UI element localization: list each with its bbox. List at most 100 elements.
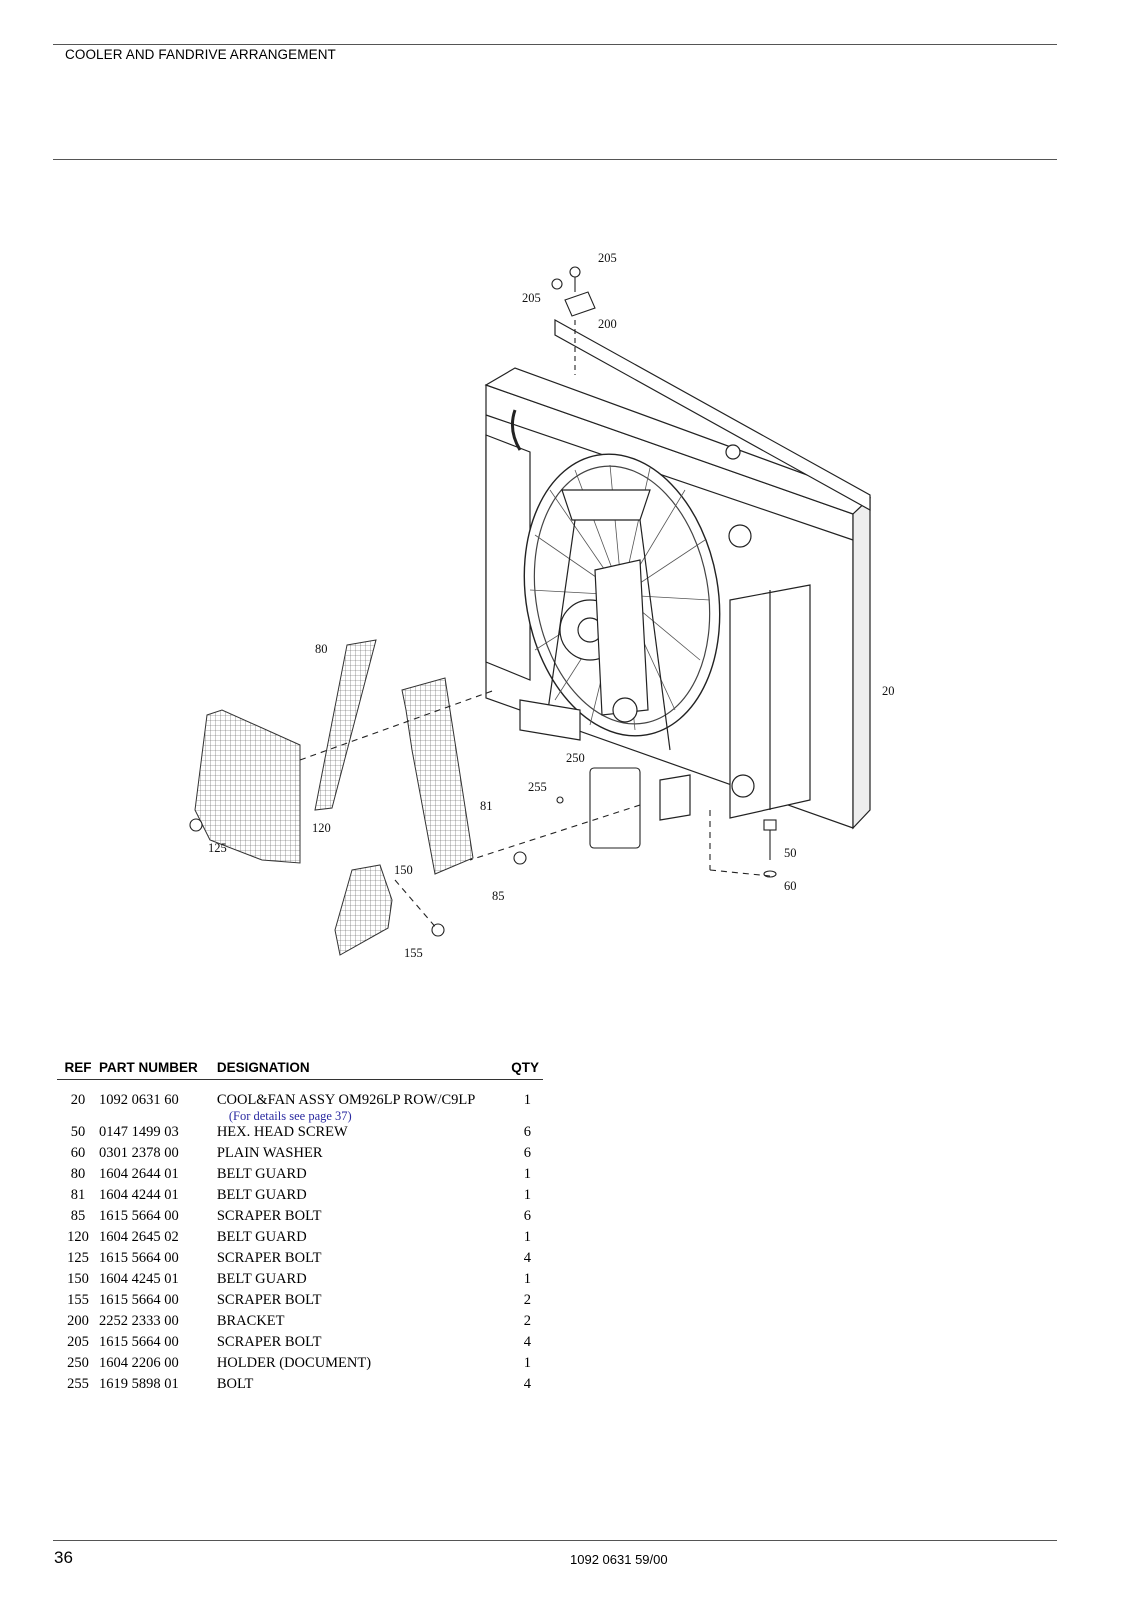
table-row: 150 1604 4245 01 BELT GUARD 1 bbox=[57, 1271, 543, 1292]
exploded-parts-diagram: 205 205 200 20 80 120 125 81 85 150 155 … bbox=[170, 240, 930, 1000]
row-designation-text: COOL&FAN ASSY OM926LP ROW/C9LP bbox=[216, 1092, 476, 1108]
row-qty: 4 bbox=[523, 1376, 531, 1392]
row-qty: 6 bbox=[523, 1145, 531, 1161]
row-ref: 60 bbox=[70, 1145, 86, 1161]
row-designation: HOLDER (DOCUMENT) bbox=[216, 1355, 372, 1371]
callout-250: 250 bbox=[566, 751, 585, 765]
row-designation: PLAIN WASHER bbox=[216, 1145, 323, 1161]
row-ref: 81 bbox=[70, 1187, 86, 1203]
row-designation: BELT GUARD bbox=[216, 1229, 307, 1245]
row-part-number: 1604 2644 01 bbox=[98, 1166, 179, 1182]
row-qty: 6 bbox=[523, 1208, 531, 1224]
page-number: 36 bbox=[54, 1548, 73, 1567]
page-title: COOLER AND FANDRIVE ARRANGEMENT bbox=[65, 47, 336, 62]
cooler-assembly bbox=[484, 318, 872, 830]
row-qty: 1 bbox=[523, 1229, 531, 1245]
row-qty: 2 bbox=[523, 1292, 531, 1308]
parts-list-table: REF PART NUMBER DESIGNATION QTY 20 1092 … bbox=[57, 1060, 543, 1397]
row-ref: 200 bbox=[67, 1313, 89, 1329]
callout-60: 60 bbox=[784, 879, 797, 893]
table-row: 81 1604 4244 01 BELT GUARD 1 bbox=[57, 1187, 543, 1208]
row-designation: SCRAPER BOLT bbox=[216, 1334, 322, 1350]
row-part-number: 1615 5664 00 bbox=[98, 1250, 179, 1266]
row-ref: 255 bbox=[67, 1376, 89, 1392]
row-qty: 4 bbox=[523, 1334, 531, 1350]
row-note: (For details see page 37) bbox=[228, 1109, 352, 1123]
callout-255: 255 bbox=[528, 780, 547, 794]
header-bottom-rule bbox=[53, 159, 1057, 160]
row-designation: SCRAPER BOLT bbox=[216, 1292, 322, 1308]
row-part-number: 1092 0631 60 bbox=[98, 1092, 179, 1108]
row-part-number: 1604 2645 02 bbox=[98, 1229, 179, 1245]
fastener-hardware bbox=[189, 689, 777, 937]
row-qty: 1 bbox=[523, 1166, 531, 1182]
header-part-number: PART NUMBER bbox=[98, 1060, 217, 1080]
row-part-number: 1604 4244 01 bbox=[98, 1187, 179, 1203]
footer-rule bbox=[53, 1540, 1057, 1541]
row-part-number: 1604 4245 01 bbox=[98, 1271, 179, 1287]
bracket-and-bolts bbox=[551, 266, 596, 375]
table-row: 200 2252 2333 00 BRACKET 2 bbox=[57, 1313, 543, 1334]
callout-80: 80 bbox=[315, 642, 328, 656]
row-ref: 120 bbox=[67, 1229, 89, 1245]
row-ref: 50 bbox=[70, 1124, 86, 1140]
callout-150: 150 bbox=[394, 863, 413, 877]
header-top-rule bbox=[53, 44, 1057, 45]
table-row: 205 1615 5664 00 SCRAPER BOLT 4 bbox=[57, 1334, 543, 1355]
table-row: 255 1619 5898 01 BOLT 4 bbox=[57, 1376, 543, 1397]
row-part-number: 2252 2333 00 bbox=[98, 1313, 179, 1329]
row-qty: 6 bbox=[523, 1124, 531, 1140]
row-ref: 205 bbox=[67, 1334, 89, 1350]
callout-85: 85 bbox=[492, 889, 505, 903]
row-ref: 20 bbox=[70, 1092, 86, 1108]
row-designation: SCRAPER BOLT bbox=[216, 1208, 322, 1224]
row-qty: 2 bbox=[523, 1313, 531, 1329]
row-designation: SCRAPER BOLT bbox=[216, 1250, 322, 1266]
callout-155: 155 bbox=[404, 946, 423, 960]
row-ref: 155 bbox=[67, 1292, 89, 1308]
callout-125: 125 bbox=[208, 841, 227, 855]
row-part-number: 1615 5664 00 bbox=[98, 1208, 179, 1224]
callout-205-left: 205 bbox=[522, 291, 541, 305]
callout-205-top: 205 bbox=[598, 251, 617, 265]
callout-20: 20 bbox=[882, 684, 895, 698]
row-ref: 250 bbox=[67, 1355, 89, 1371]
row-part-number: 1615 5664 00 bbox=[98, 1334, 179, 1350]
header-ref: REF bbox=[57, 1060, 99, 1080]
row-designation: BELT GUARD bbox=[216, 1187, 307, 1203]
table-row: 155 1615 5664 00 SCRAPER BOLT 2 bbox=[57, 1292, 543, 1313]
callout-200: 200 bbox=[598, 317, 617, 331]
row-qty: 1 bbox=[523, 1187, 531, 1203]
row-part-number: 1619 5898 01 bbox=[98, 1376, 179, 1392]
table-row: 20 1092 0631 60 COOL&FAN ASSY OM926LP RO… bbox=[57, 1080, 543, 1125]
row-ref: 150 bbox=[67, 1271, 89, 1287]
row-part-number: 1615 5664 00 bbox=[98, 1292, 179, 1308]
row-designation: BOLT bbox=[216, 1376, 254, 1392]
row-part-number: 1604 2206 00 bbox=[98, 1355, 179, 1371]
table-row: 85 1615 5664 00 SCRAPER BOLT 6 bbox=[57, 1208, 543, 1229]
row-designation: BRACKET bbox=[216, 1313, 285, 1329]
row-designation: BELT GUARD bbox=[216, 1271, 307, 1287]
table-row: 50 0147 1499 03 HEX. HEAD SCREW 6 bbox=[57, 1124, 543, 1145]
row-part-number: 0301 2378 00 bbox=[98, 1145, 179, 1161]
document-number: 1092 0631 59/00 bbox=[570, 1552, 668, 1567]
callout-50: 50 bbox=[784, 846, 797, 860]
row-qty: 4 bbox=[523, 1250, 531, 1266]
table-row: 250 1604 2206 00 HOLDER (DOCUMENT) 1 bbox=[57, 1355, 543, 1376]
row-ref: 85 bbox=[70, 1208, 86, 1224]
row-qty: 1 bbox=[523, 1271, 531, 1287]
table-row: 120 1604 2645 02 BELT GUARD 1 bbox=[57, 1229, 543, 1250]
table-header-row: REF PART NUMBER DESIGNATION QTY bbox=[57, 1060, 543, 1080]
callout-labels: 205 205 200 20 80 120 125 81 85 150 155 … bbox=[208, 251, 895, 960]
row-part-number: 0147 1499 03 bbox=[98, 1124, 179, 1140]
row-qty: 1 bbox=[523, 1355, 531, 1371]
row-ref: 80 bbox=[70, 1166, 86, 1182]
belt-guards bbox=[194, 639, 474, 956]
row-designation: COOL&FAN ASSY OM926LP ROW/C9LP (For deta… bbox=[217, 1080, 499, 1125]
row-qty: 1 bbox=[523, 1092, 531, 1108]
row-designation: HEX. HEAD SCREW bbox=[216, 1124, 348, 1140]
callout-120: 120 bbox=[312, 821, 331, 835]
header-qty: QTY bbox=[498, 1060, 543, 1080]
